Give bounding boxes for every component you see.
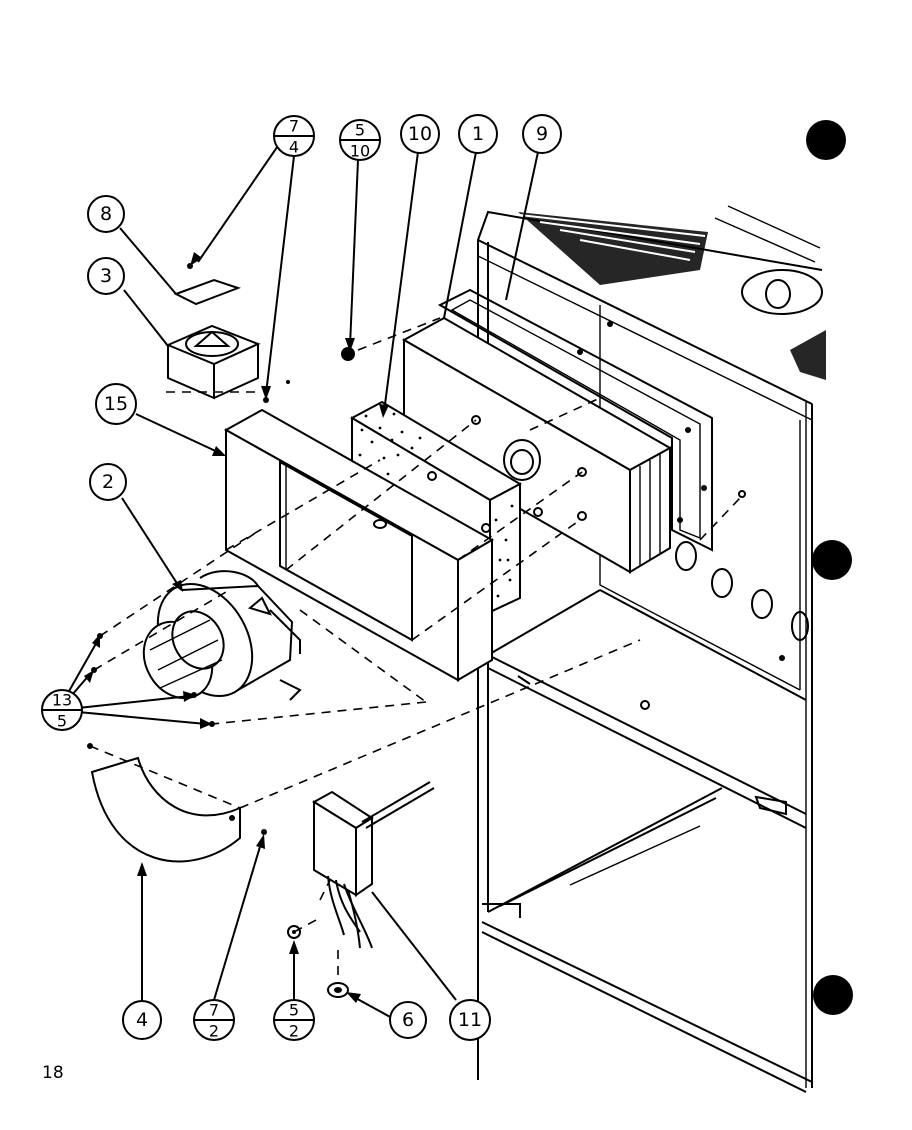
- svg-text:9: 9: [536, 123, 548, 145]
- plate-8: [173, 278, 241, 306]
- svg-text:5: 5: [57, 712, 67, 731]
- callout-15: 11: [449, 999, 491, 1041]
- collector-box-1: [401, 316, 673, 574]
- svg-text:8: 8: [100, 203, 112, 225]
- callout-3: 3: [87, 257, 125, 295]
- svg-text:2: 2: [102, 471, 114, 493]
- callout-5-over-10: 5 10: [339, 119, 381, 161]
- top-louver: [518, 212, 708, 285]
- svg-text:6: 6: [402, 1009, 414, 1031]
- svg-text:13: 13: [52, 691, 72, 710]
- svg-text:7: 7: [209, 1001, 219, 1020]
- svg-text:1: 1: [472, 123, 484, 145]
- draft-inducer-2: [142, 570, 302, 701]
- furnace-cabinet: [437, 205, 826, 1093]
- leader-lines: [63, 139, 539, 1019]
- svg-text:7: 7: [289, 117, 299, 136]
- svg-text:11: 11: [458, 1009, 482, 1031]
- inducer-panel-11: [223, 408, 495, 682]
- svg-text:15: 15: [104, 393, 128, 415]
- cover-band-4: [90, 756, 241, 863]
- callout-7-over-4: 7 4: [273, 115, 315, 157]
- binder-hole-top: [806, 120, 846, 160]
- callout-1: 1: [458, 114, 498, 154]
- page-number: 18: [42, 1063, 64, 1083]
- svg-text:10: 10: [408, 123, 432, 145]
- gasket-9: [437, 288, 713, 552]
- callout-5-over-2: 5 2: [273, 999, 315, 1041]
- binder-hole-bottom: [813, 975, 853, 1015]
- svg-text:5: 5: [289, 1001, 299, 1020]
- svg-text:10: 10: [350, 142, 370, 161]
- callout-11: 15: [95, 383, 137, 425]
- assembly-lines: [89, 317, 741, 980]
- svg-text:3: 3: [100, 265, 112, 287]
- svg-text:5: 5: [355, 121, 365, 140]
- callout-9: 9: [522, 114, 562, 154]
- vent-oval: [741, 269, 823, 315]
- callout-13-over-5: 13 5: [41, 689, 83, 731]
- svg-text:4: 4: [289, 138, 299, 157]
- callout-6: 6: [389, 1001, 427, 1039]
- binder-hole-middle: [812, 540, 852, 580]
- callout-2: 2: [89, 463, 127, 501]
- svg-text:2: 2: [209, 1022, 219, 1041]
- callout-4: 4: [122, 1000, 162, 1040]
- callout-10: 10: [400, 114, 440, 154]
- svg-text:4: 4: [136, 1009, 148, 1031]
- pressure-switch-15: [312, 781, 435, 949]
- svg-text:2: 2: [289, 1022, 299, 1041]
- side-louver: [790, 330, 826, 380]
- callout-7-over-2: 7 2: [193, 999, 235, 1041]
- callout-8: 8: [87, 195, 125, 233]
- motor-mount-3: [165, 324, 261, 400]
- grommet-6: [327, 982, 349, 998]
- screw-5-10: [341, 347, 355, 361]
